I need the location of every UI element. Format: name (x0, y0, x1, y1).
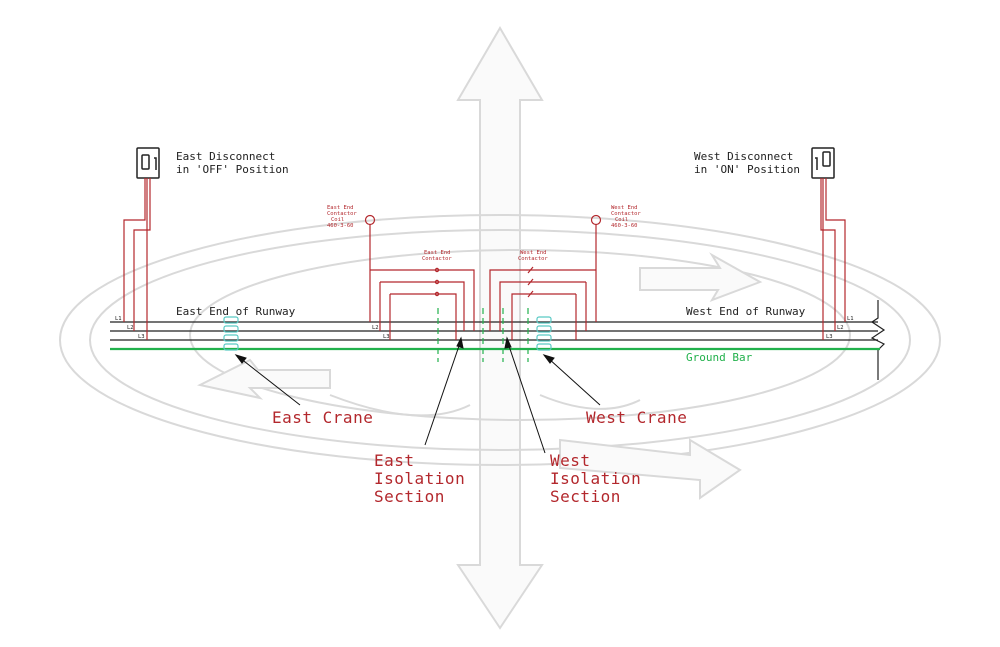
west-disconnect-switch-icon (811, 147, 835, 179)
tag-mid-l3: L3 (383, 334, 390, 340)
west-end-contactor-label-1: West End (520, 250, 547, 256)
east-isolation-label-1: East (374, 451, 415, 470)
tag-west-l3: L3 (826, 334, 833, 340)
tag-mid-l2: L2 (372, 325, 379, 331)
east-contactor-coil-label-2: Contactor (327, 211, 357, 217)
west-isolation-label-2: Isolation (550, 469, 641, 488)
tag-west-l1: L1 (847, 316, 854, 322)
east-disconnect-label-2: in 'OFF' Position (176, 163, 289, 176)
west-contactor-wiring (489, 266, 597, 340)
west-end-contactor-label-2: Contactor (518, 256, 548, 262)
west-end-of-runway-label: West End of Runway (686, 305, 806, 318)
west-isolation-label-1: West (550, 451, 591, 470)
east-contactor-coil-icon (364, 214, 376, 270)
west-contactor-coil-label-1: West End (611, 205, 638, 211)
west-contactor-coil-label-3: Coil (615, 217, 628, 223)
west-crane-collector (536, 316, 552, 351)
rail-tags: L1 L2 L3 L2 L3 L1 L2 L3 (115, 316, 854, 340)
east-contactor-wiring (369, 267, 475, 340)
east-isolation-label-2: Isolation (374, 469, 465, 488)
tag-east-l2: L2 (127, 325, 134, 331)
east-contactor-coil-label-4: 460-3-60 (327, 223, 354, 229)
west-disconnect-label-1: West Disconnect (694, 150, 793, 163)
east-contactor-coil-label-3: Coil (331, 217, 344, 223)
east-disconnect-label-1: East Disconnect (176, 150, 275, 163)
tag-east-l1: L1 (115, 316, 122, 322)
tag-west-l2: L2 (837, 325, 844, 331)
east-crane-pointer (239, 357, 301, 406)
east-contactor-coil-label-1: East End (327, 205, 354, 211)
pointer-arrows (234, 336, 601, 454)
west-isolation-pointer (507, 342, 546, 454)
east-end-of-runway-label: East End of Runway (176, 305, 296, 318)
west-crane-pointer (547, 357, 601, 406)
east-end-contactor-label-2: Contactor (422, 256, 452, 262)
west-disconnect-feeders (820, 178, 846, 340)
west-crane-label: West Crane (586, 408, 687, 427)
ground-bar-label: Ground Bar (686, 351, 753, 364)
east-crane-collector (223, 316, 239, 351)
east-disconnect-switch-icon (136, 147, 160, 179)
west-contactor-coil-label-4: 460-3-60 (611, 223, 638, 229)
east-isolation-pointer (424, 342, 461, 446)
west-contactor-coil-icon (590, 214, 602, 270)
east-disconnect-feeders (123, 178, 151, 340)
west-contactor-coil-label-2: Contactor (611, 211, 641, 217)
tag-east-l3: L3 (138, 334, 145, 340)
isolation-gaps (437, 308, 529, 362)
west-disconnect-label-2: in 'ON' Position (694, 163, 800, 176)
east-isolation-label-3: Section (374, 487, 445, 506)
west-isolation-label-3: Section (550, 487, 621, 506)
east-crane-label: East Crane (272, 408, 373, 427)
east-end-contactor-label-1: East End (424, 250, 451, 256)
